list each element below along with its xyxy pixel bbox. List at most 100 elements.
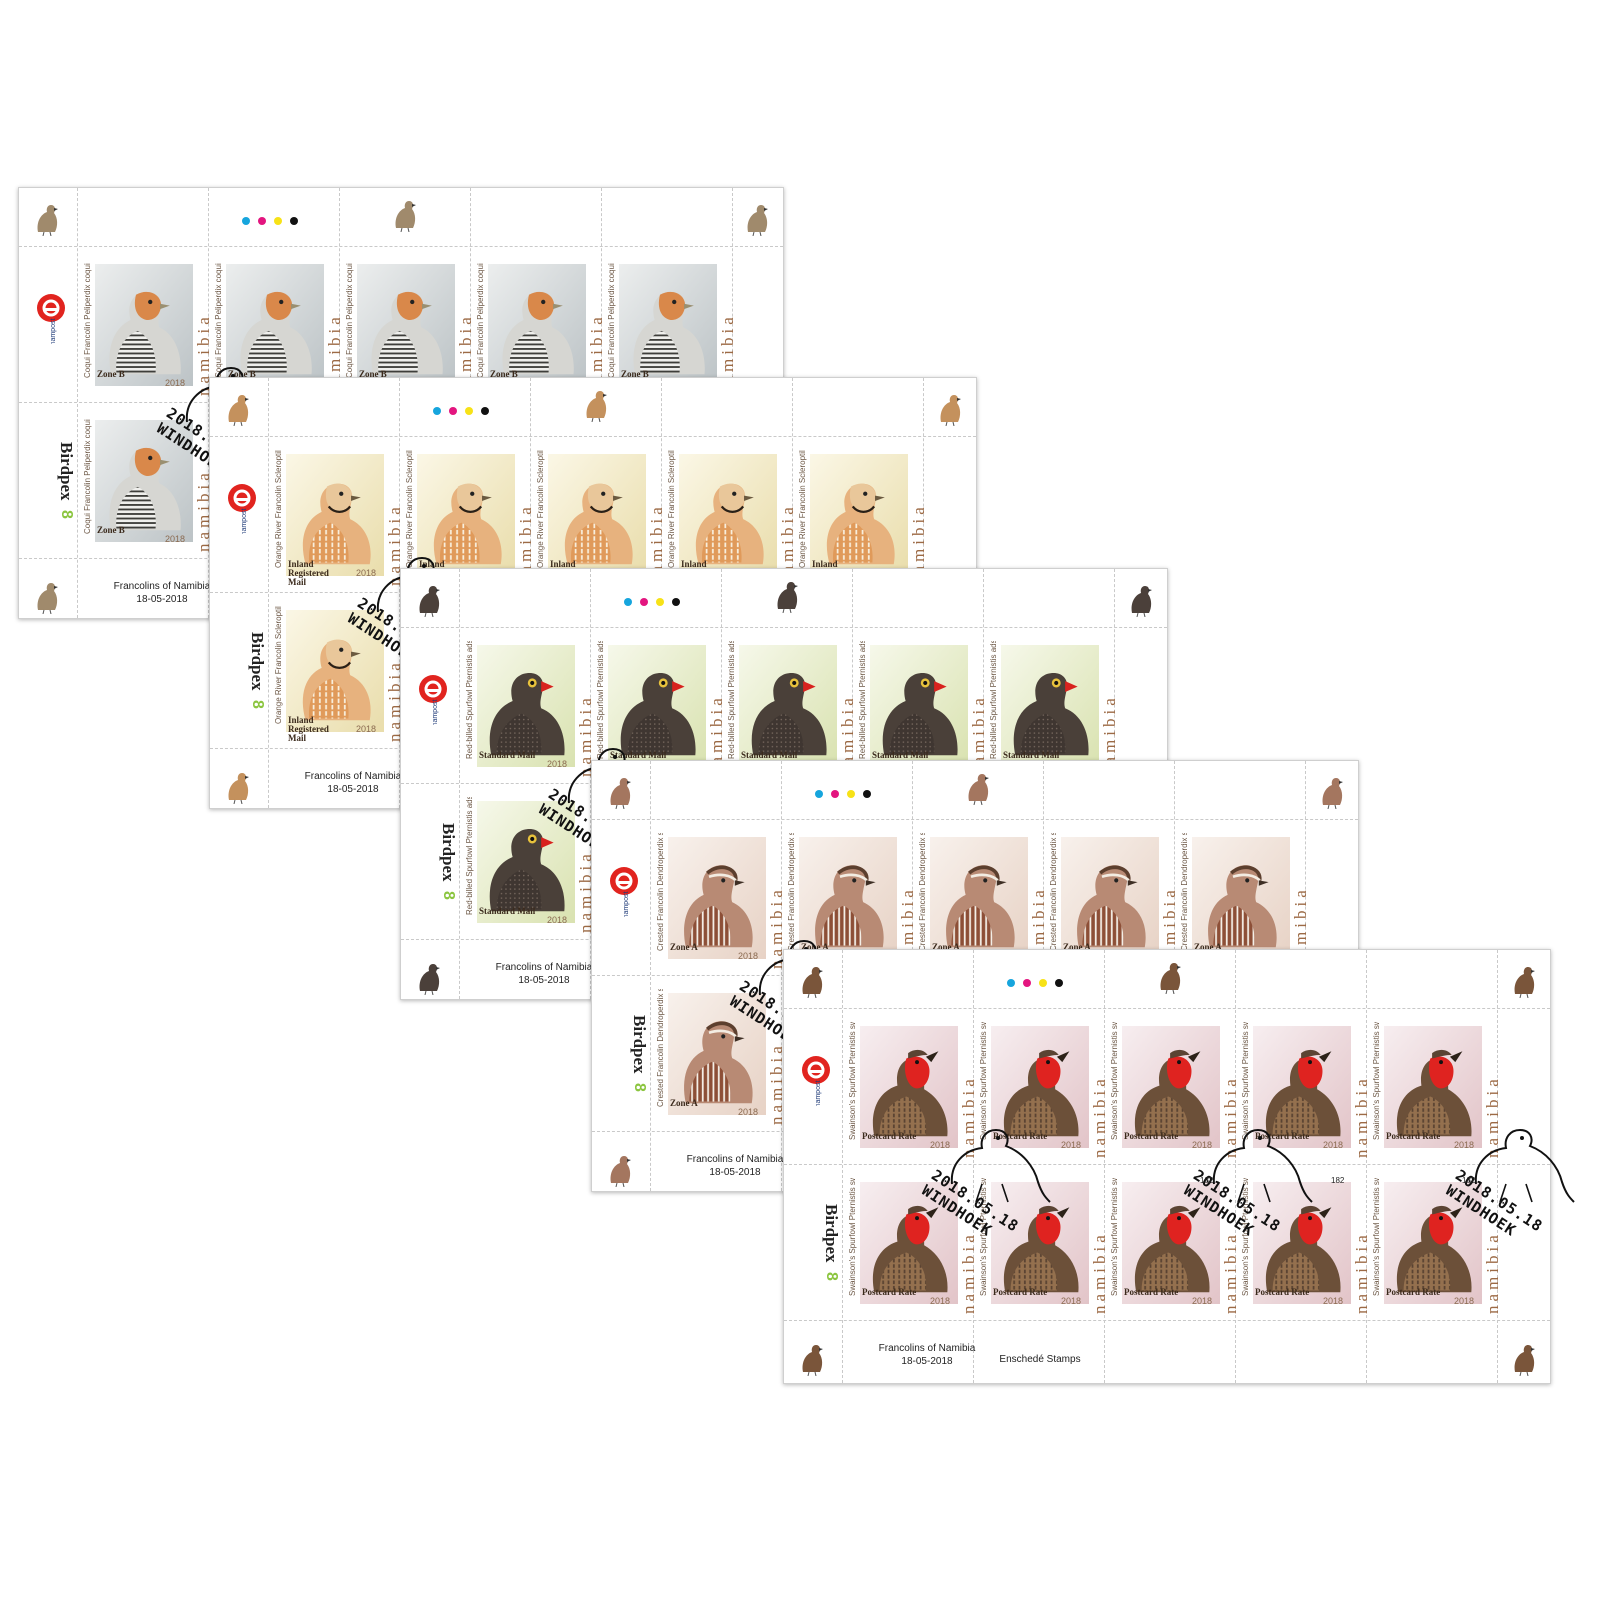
stamp-bird-illustration: [1122, 1026, 1220, 1148]
stamp-species-name: Swainson's Spurfowl Pternistis swainsoni…: [975, 1178, 991, 1298]
stamp-country-name: namibia: [839, 639, 855, 779]
svg-text:Swainson's Spurfowl Pternisti: Swainson's Spurfowl Pternistis swainsoni…: [848, 1178, 857, 1296]
perforation-column: [650, 761, 651, 1191]
stamp-bird-illustration: [95, 420, 193, 542]
stamp-postal-value: Postcard Rate: [1255, 1287, 1310, 1297]
stamp-species-name: Swainson's Spurfowl Pternistis swainsoni…: [844, 1022, 860, 1142]
stamp-country-name: namibia: [1292, 831, 1308, 971]
svg-text:namibia: namibia: [899, 886, 915, 969]
stamp-bird-illustration: [739, 645, 837, 767]
svg-text:Crested Francolin Dendroperdi: Crested Francolin Dendroperdix sephaena: [656, 833, 665, 951]
stamp-species-name: Red-billed Spurfowl Pternistis adspersus: [592, 641, 608, 761]
registration-dot-magenta: [1023, 979, 1031, 987]
stamp-species-name: Red-billed Spurfowl Pternistis adspersus: [723, 641, 739, 761]
svg-text:namibia: namibia: [779, 503, 795, 586]
registration-dot-yellow: [274, 217, 282, 225]
svg-text:namibia: namibia: [1292, 886, 1308, 969]
stamp-species-name: Swainson's Spurfowl Pternistis swainsoni…: [844, 1178, 860, 1298]
sheet-caption-title: Francolins of Namibia: [304, 771, 402, 782]
stamp-country-name: namibia: [588, 258, 604, 398]
svg-text:namibia: namibia: [326, 313, 342, 396]
stamp-bird-illustration: [548, 454, 646, 576]
svg-text:Coqui Francolin Peliperdix co: Coqui Francolin Peliperdix coqui: [607, 263, 616, 378]
color-registration-marks: [242, 212, 316, 225]
perforation-column: [1235, 950, 1236, 1383]
svg-text:Coqui Francolin Peliperdix co: Coqui Francolin Peliperdix coqui: [214, 263, 223, 378]
margin-bird-vignette: [1510, 964, 1536, 999]
svg-text:namibia: namibia: [1353, 1075, 1369, 1158]
stamp-postal-value: Standard Mail: [741, 750, 798, 760]
stamp-country-name: namibia: [386, 604, 402, 744]
stamp-bird-illustration: [870, 645, 968, 767]
stamp-year: 2018: [356, 724, 377, 734]
registration-dot-magenta: [640, 598, 648, 606]
stamp-species-name: Swainson's Spurfowl Pternistis swainsoni…: [975, 1022, 991, 1142]
stamp-postal-value: Postcard Rate: [993, 1287, 1048, 1297]
stamp-species-name: Swainson's Spurfowl Pternistis swainsoni…: [1106, 1178, 1122, 1298]
svg-text:namibia: namibia: [768, 1042, 784, 1125]
stamp-species-name: Red-billed Spurfowl Pternistis adspersus: [985, 641, 1001, 761]
svg-text:Crested Francolin Dendroperdi: Crested Francolin Dendroperdix sephaena: [787, 833, 796, 951]
stamp-species-name: Crested Francolin Dendroperdix sephaena: [652, 833, 668, 953]
birdpex-logo: Birdpex8: [230, 628, 267, 720]
margin-bird-vignette: [224, 392, 250, 427]
stamp-bird-illustration: [1001, 645, 1099, 767]
stamp-bird-illustration: [930, 837, 1028, 959]
stamp-year: 2018: [1454, 1140, 1475, 1150]
stamp-country-name: namibia: [517, 448, 533, 588]
stamp-year: 2018: [1323, 1140, 1344, 1150]
stamp-country-name: namibia: [768, 987, 784, 1127]
stamp-postal-value: Zone B: [97, 525, 125, 535]
stamp-year: 2018: [738, 951, 759, 961]
stamp-bird-illustration: [860, 1182, 958, 1304]
stamp-species-name: Red-billed Spurfowl Pternistis adspersus: [854, 641, 870, 761]
nampost-logo-text: nampost: [241, 509, 248, 534]
stamp-postal-value: Zone B: [621, 369, 649, 379]
sheet-number: 182: [1200, 1176, 1214, 1185]
stamp: namibia Crested Francolin Dendroperdix se…: [787, 825, 915, 969]
stamp-year: 2018: [356, 568, 377, 578]
sheet-caption-date: 18-05-2018: [327, 784, 379, 795]
printer-imprint: Enschedé Stamps: [999, 1354, 1081, 1365]
margin-bird-vignette: [33, 580, 59, 615]
svg-text:namibia: namibia: [960, 1231, 976, 1314]
stamp-year: 2018: [1192, 1296, 1213, 1306]
svg-text:namibia: namibia: [1353, 1231, 1369, 1314]
margin-bird-vignette: [798, 1342, 824, 1377]
margin-bird-vignette: [936, 392, 962, 427]
stamp-year: 2018: [1061, 1296, 1082, 1306]
stamp-country-name: namibia: [970, 639, 986, 779]
stamp-year: 2018: [1454, 1296, 1475, 1306]
stamp-country-name: namibia: [1484, 1020, 1500, 1160]
svg-text:Coqui Francolin Peliperdix co: Coqui Francolin Peliperdix coqui: [83, 419, 92, 534]
svg-text:namibia: namibia: [768, 886, 784, 969]
svg-text:namibia: namibia: [839, 694, 855, 777]
svg-text:Orange River Francolin Sclero: Orange River Francolin Scleroptila levai…: [798, 450, 807, 568]
margin-bird-vignette: [798, 964, 824, 999]
svg-text:Swainson's Spurfowl Pternisti: Swainson's Spurfowl Pternistis swainsoni…: [1372, 1178, 1381, 1296]
registration-dot-cyan: [242, 217, 250, 225]
stamp-year: 2018: [1061, 1140, 1082, 1150]
birdpex-logo-text: Birdpex: [822, 1204, 838, 1263]
stamp-postal-value: Zone B: [97, 369, 125, 379]
birdpex-logo: Birdpex8: [39, 438, 76, 530]
margin-bird-vignette: [1127, 583, 1153, 618]
stamp-species-name: Swainson's Spurfowl Pternistis swainsoni…: [1368, 1178, 1384, 1298]
stamp-bird-illustration: [810, 454, 908, 576]
registration-dot-yellow: [656, 598, 664, 606]
nampost-logo-text: nampost: [432, 700, 439, 725]
stamp-country-name: namibia: [1222, 1020, 1238, 1160]
stamp-species-name: Crested Francolin Dendroperdix sephaena: [1176, 833, 1192, 953]
stamp-bird-illustration: [477, 645, 575, 767]
margin-bird-vignette: [606, 1153, 632, 1188]
stamp-bird-illustration: [619, 264, 717, 386]
perforation-row: [19, 246, 783, 247]
